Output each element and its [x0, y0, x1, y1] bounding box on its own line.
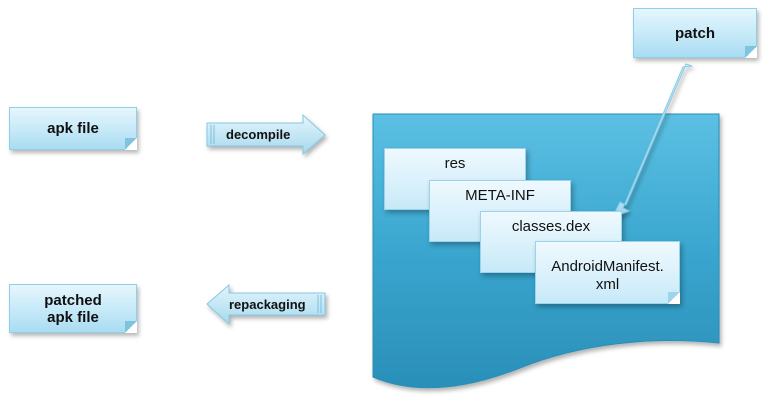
decompile-label: decompile — [226, 127, 291, 142]
patched-apk-line1: patched — [44, 291, 102, 309]
apk-file-label: apk file — [47, 120, 99, 137]
repackaging-arrow — [206, 283, 326, 326]
decompile-arrow — [206, 113, 326, 156]
apk-file-box: apk file — [9, 107, 137, 150]
file-android-manifest-line2: xml — [595, 275, 620, 293]
file-android-manifest: AndroidManifest. xml — [535, 241, 680, 304]
patch-label: patch — [674, 24, 715, 42]
patched-apk-line2: apk file — [47, 308, 99, 326]
repackaging-label: repackaging — [229, 297, 306, 312]
file-res-label: res — [444, 155, 466, 172]
patch-box: patch — [633, 8, 757, 58]
file-meta-inf-label: META-INF — [465, 187, 535, 204]
file-android-manifest-line1: AndroidManifest. — [551, 257, 664, 275]
patched-apk-file-box: patched apk file — [9, 284, 137, 333]
file-classes-dex-label: classes.dex — [511, 218, 591, 235]
